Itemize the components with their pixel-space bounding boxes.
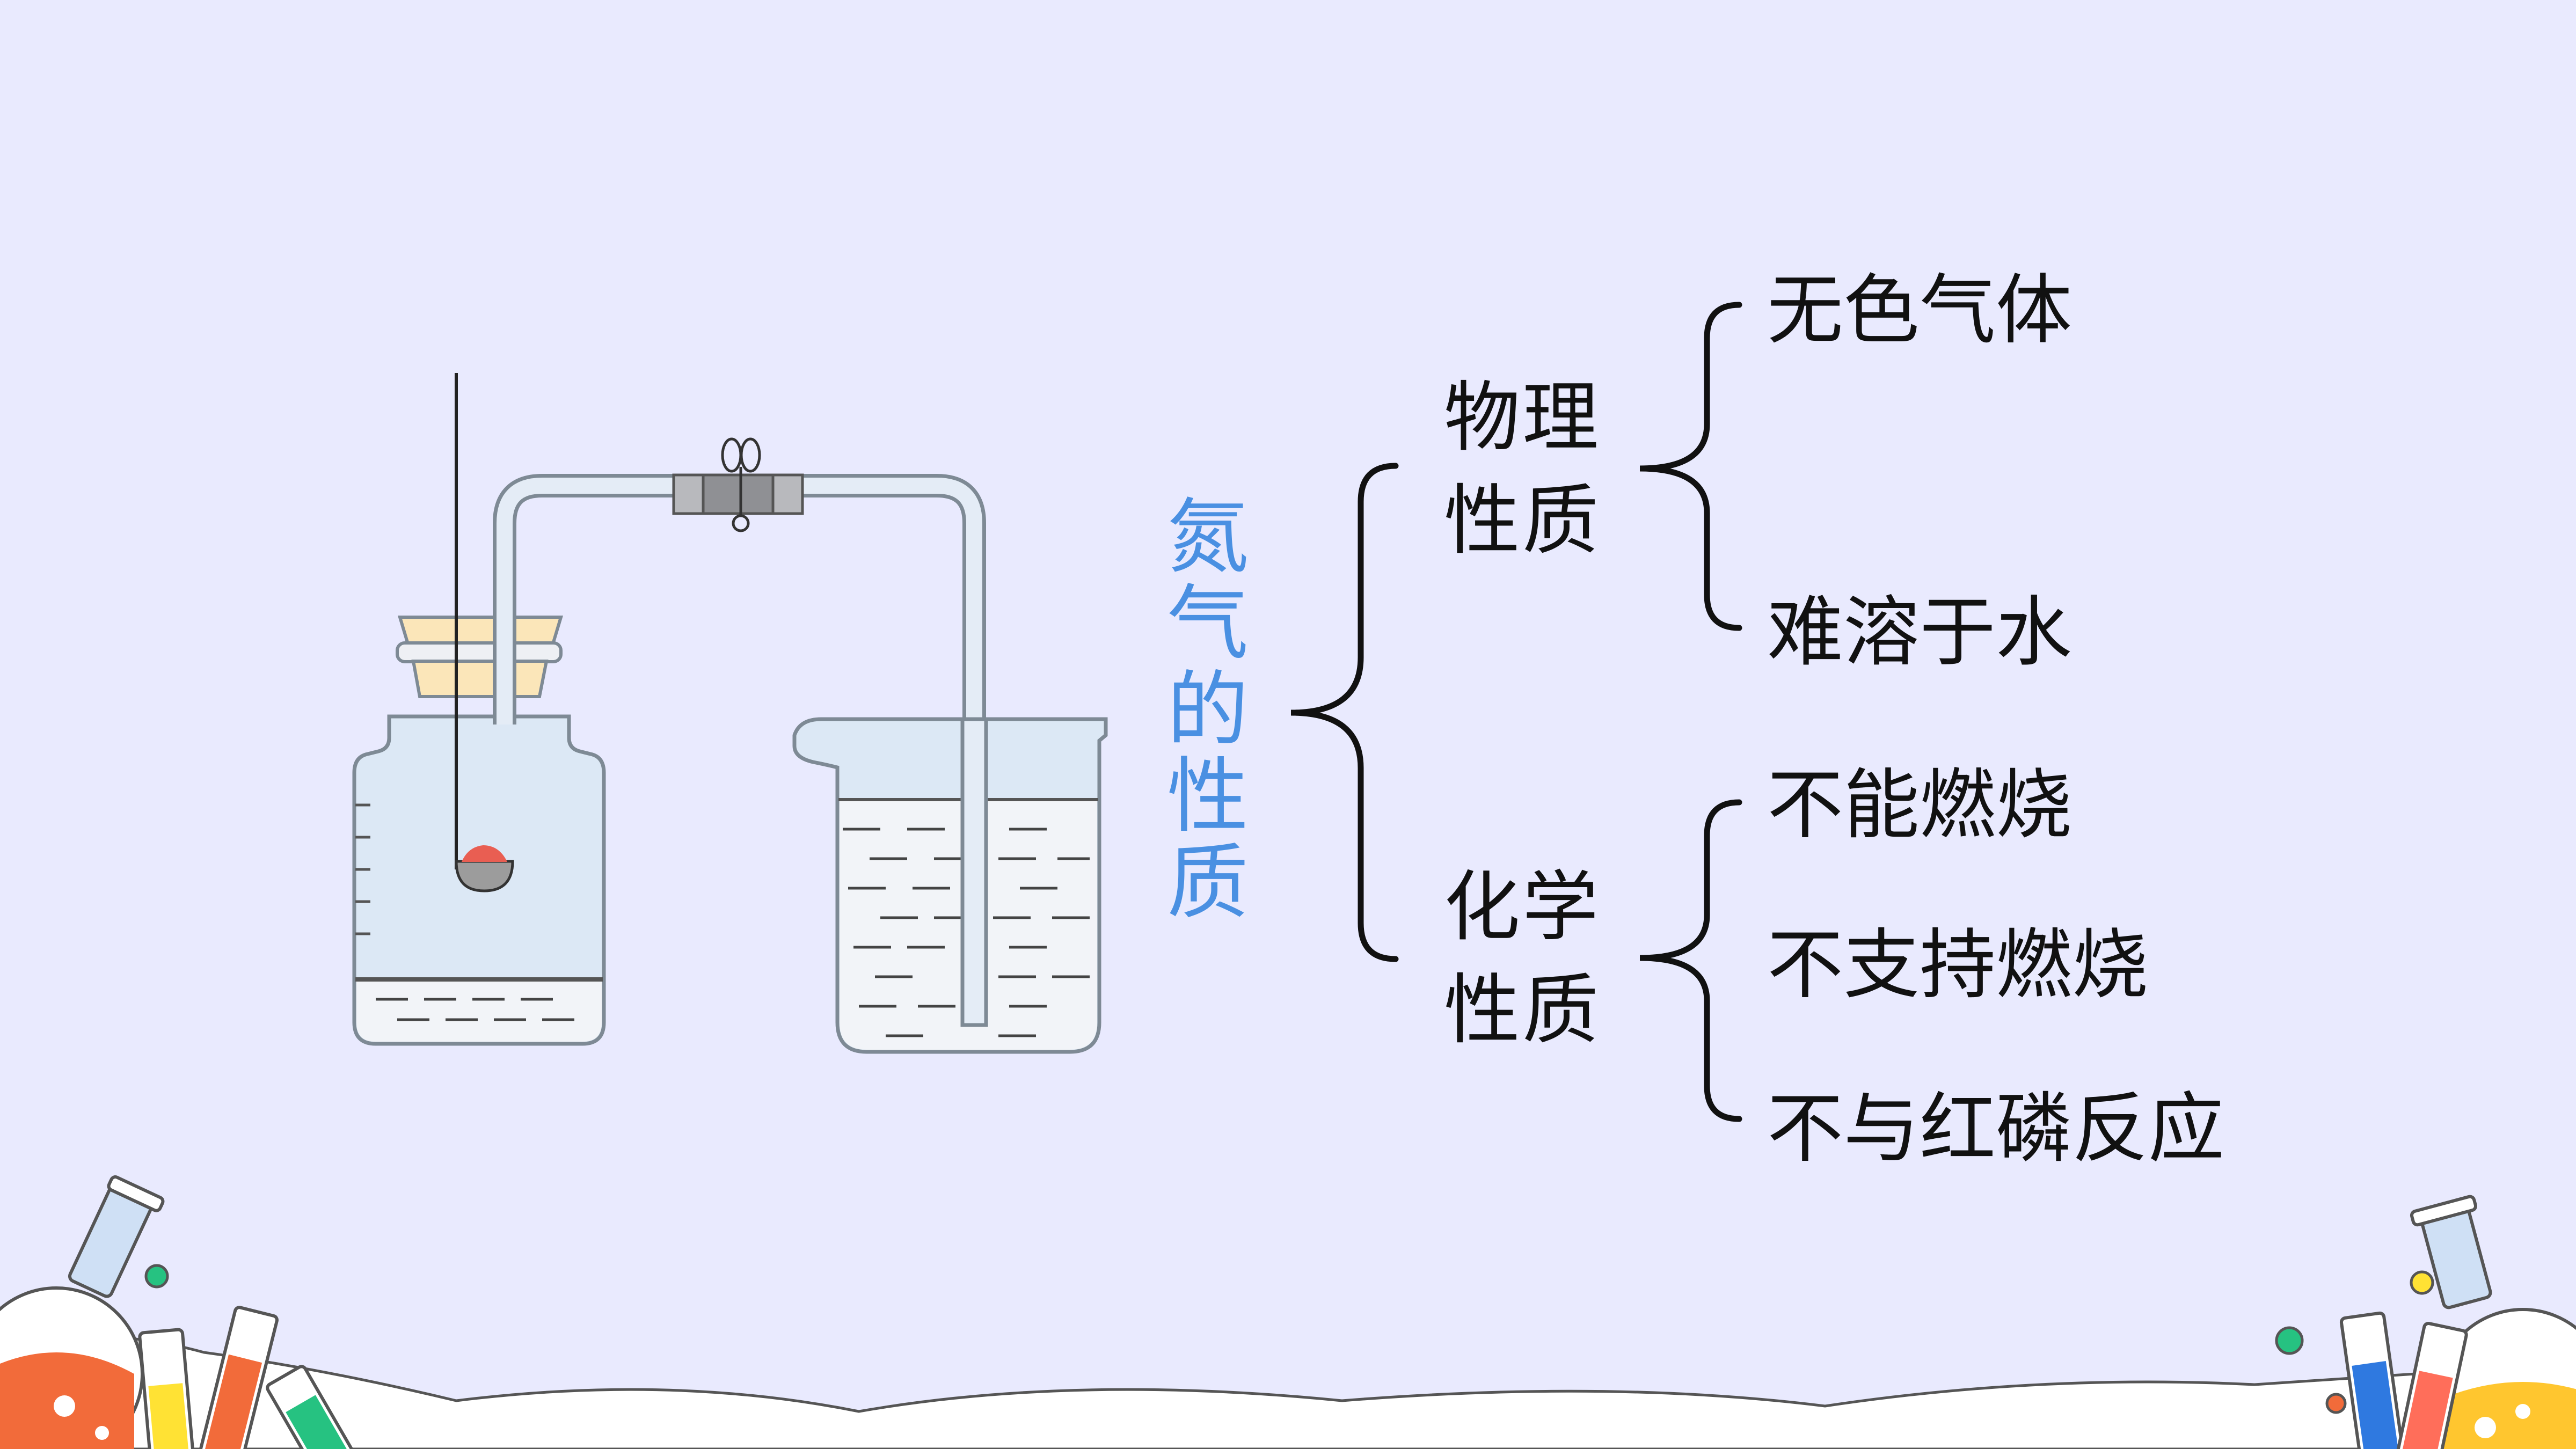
chemical-property-item: 不支持燃烧 [1767, 921, 2148, 1009]
test-tube-icon [138, 1306, 357, 1449]
combustion-spoon [455, 860, 514, 892]
flask-icon [0, 1175, 165, 1449]
stopper [397, 616, 564, 646]
diagram-title: 氮气的性质 [1167, 489, 1249, 931]
chemical-property-item: 不与红磷反应 [1767, 1085, 2224, 1173]
bottom-decoration [0, 1175, 2576, 1449]
physical-brace [1639, 302, 1742, 631]
chemical-properties-label: 化学性质 [1444, 863, 1601, 1055]
tube-clamp [721, 437, 761, 532]
physical-properties-label: 物理性质 [1444, 374, 1601, 565]
main-brace [1290, 463, 1399, 962]
molecule-dot-icon [2275, 1326, 2304, 1355]
red-phosphorus [462, 845, 507, 862]
test-tube-icon [2339, 1311, 2468, 1449]
chemical-property-item: 不能燃烧 [1767, 761, 2072, 850]
jar-water [356, 979, 602, 1042]
molecule-dot-icon [2410, 1270, 2434, 1295]
beaker [792, 717, 1108, 1054]
molecule-dot-icon [144, 1264, 169, 1289]
molecule-dot-icon [2325, 1393, 2347, 1414]
chemical-brace [1639, 799, 1742, 1122]
physical-property-item: 难溶于水 [1767, 588, 2072, 677]
connecting-tube [493, 437, 986, 1025]
physical-property-item: 无色气体 [1767, 266, 2072, 355]
gas-jar [352, 373, 606, 1046]
